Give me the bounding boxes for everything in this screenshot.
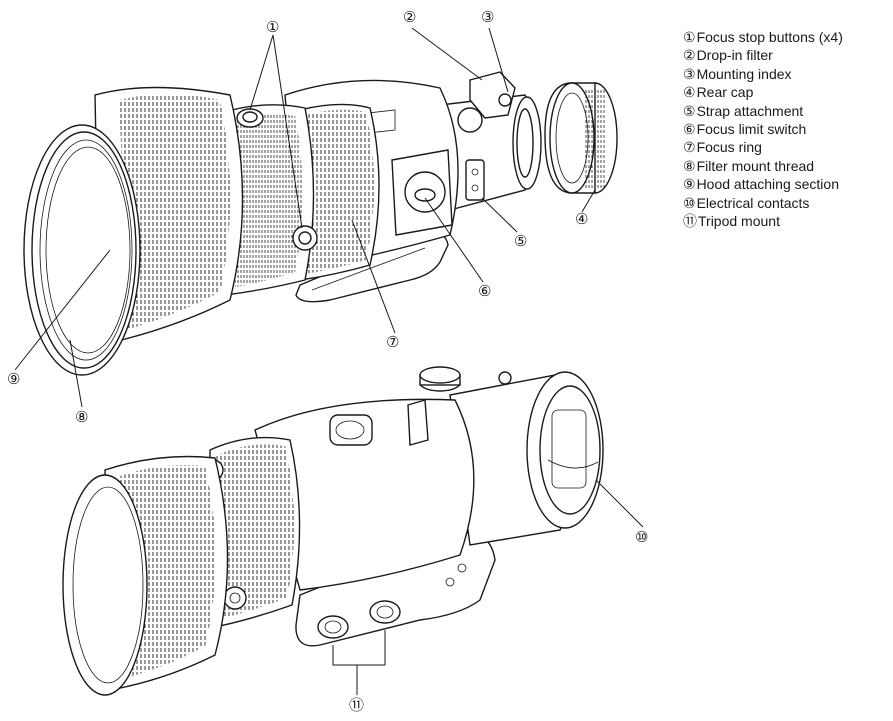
- parts-legend: ①Focus stop buttons (x4) ②Drop-in filter…: [683, 28, 843, 230]
- lens-side-view: [23, 71, 618, 376]
- legend-item-tripod-mount: ⑪Tripod mount: [683, 213, 780, 230]
- rear-cap: [544, 82, 618, 194]
- electrical-contacts: [547, 459, 599, 469]
- lens-rear-view: [62, 366, 604, 696]
- tripod-socket-2: [369, 600, 401, 624]
- filter-mount-thread: [31, 131, 137, 369]
- legend-item-hood-attaching-section: ⑨Hood attaching section: [683, 176, 839, 193]
- legend-item-focus-limit-switch: ⑥Focus limit switch: [683, 121, 807, 138]
- callout-2: ②: [403, 9, 416, 26]
- callout-3: ③: [481, 9, 494, 26]
- legend-item-drop-in-filter: ②Drop-in filter: [683, 47, 773, 64]
- lens-mount: [539, 385, 601, 515]
- legend-item-filter-mount-thread: ⑧Filter mount thread: [683, 157, 815, 174]
- legend-item-rear-cap: ④Rear cap: [683, 84, 754, 101]
- callout-10: ⑩: [635, 529, 648, 546]
- tripod-socket-1: [317, 615, 349, 639]
- callouts: ① ② ③ ④ ⑤ ⑥ ⑦ ⑧ ⑨ ⑩ ⑪: [7, 9, 648, 714]
- callout-4: ④: [575, 211, 588, 228]
- legend-item-electrical-contacts: ⑩Electrical contacts: [683, 194, 810, 211]
- callout-11: ⑪: [349, 697, 364, 714]
- callout-6: ⑥: [478, 283, 491, 300]
- callout-5: ⑤: [514, 233, 527, 250]
- mounting-index-knob: [498, 93, 512, 107]
- legend-item-mounting-index: ③Mounting index: [683, 65, 792, 82]
- leader-lines: [14, 27, 644, 695]
- legend-item-focus-stop-buttons: ①Focus stop buttons (x4): [683, 29, 843, 45]
- strap-attachment: [465, 159, 485, 201]
- callout-9: ⑨: [7, 371, 20, 388]
- callout-8: ⑧: [75, 409, 88, 426]
- legend-item-strap-attachment: ⑤Strap attachment: [683, 102, 804, 119]
- callout-7: ⑦: [386, 334, 399, 351]
- legend-item-focus-ring: ⑦Focus ring: [683, 139, 762, 156]
- callout-1: ①: [266, 19, 279, 36]
